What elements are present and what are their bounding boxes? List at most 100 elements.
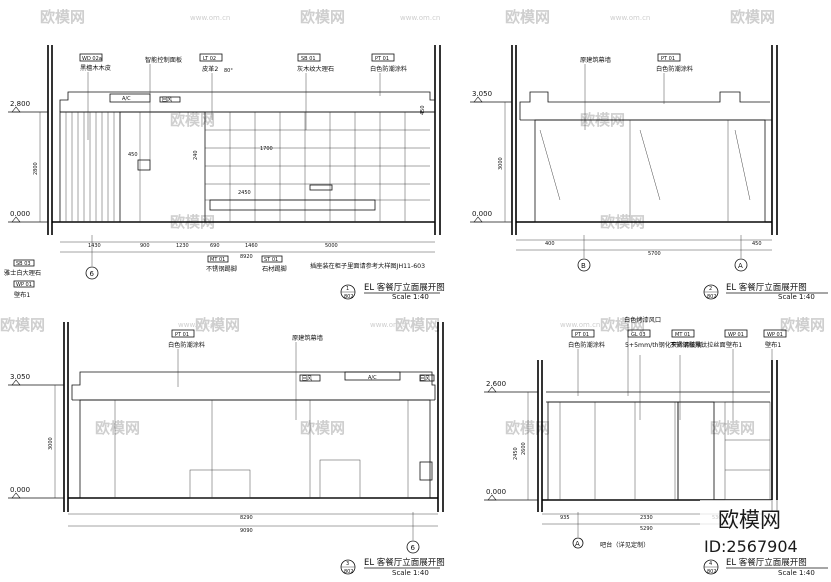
callout-white-paint: PT 01 白色防潮涂料: [656, 53, 693, 104]
svg-text:802: 802: [344, 569, 354, 575]
level-marker: 3.050: [470, 90, 512, 103]
level-top: 3.050: [10, 373, 30, 381]
dimension-chain: 1430 900 1230 690 1460 5000 8920: [60, 241, 435, 260]
svg-text:3: 3: [346, 561, 349, 567]
watermark-brand: 欧模网: [170, 111, 215, 129]
svg-text:1: 1: [346, 286, 349, 292]
svg-text:9090: 9090: [240, 528, 253, 534]
svg-text:SB 01: SB 01: [301, 56, 316, 62]
drawing-title: 1 802 EL 客餐厅立面展开图 Scale 1:40: [340, 282, 445, 301]
level-floor: 0.000: [10, 210, 30, 218]
ac-label: A/C: [368, 375, 377, 381]
overlay-brand: 欧模网: [718, 508, 781, 532]
drawing-title: 2 802 EL 客餐厅立面展开图 Scale 1:40: [703, 282, 828, 301]
grid-bubble: 6: [85, 235, 99, 280]
overlay-id: ID:2567904: [704, 537, 798, 556]
svg-text:1430: 1430: [88, 243, 101, 249]
svg-text:白色防潮涂料: 白色防潮涂料: [370, 65, 407, 73]
svg-text:白色防潮涂料: 白色防潮涂料: [568, 341, 605, 349]
inner-dim-1700: 1700: [260, 146, 273, 152]
panel-2-elevation: 3.050 0.000 3000 原建筑幕墙 PT 01 白色防潮涂料 400 …: [470, 45, 828, 301]
svg-text:8290: 8290: [240, 515, 253, 521]
svg-text:690: 690: [210, 243, 220, 249]
svg-text:1230: 1230: [176, 243, 189, 249]
svg-text:雅士白大理石: 雅士白大理石: [4, 269, 41, 277]
level-marker: 0.000: [470, 210, 512, 223]
svg-text:GL 03: GL 03: [631, 332, 646, 338]
watermark-brand: 欧模网: [95, 419, 140, 437]
panel-scale: Scale 1:40: [392, 569, 429, 577]
svg-text:白色烤漆风口: 白色烤漆风口: [624, 316, 661, 324]
return-air-label: 回风: [420, 376, 430, 382]
svg-text:935: 935: [560, 515, 570, 521]
svg-text:石材踢脚: 石材踢脚: [262, 265, 287, 273]
svg-text:WP 01: WP 01: [767, 332, 783, 338]
callout-wallcloth: WP 01 壁布1: [763, 329, 787, 360]
drawing-title: 4 802 EL 客餐厅立面展开图 Scale 1:40: [703, 557, 828, 577]
callout-bottom-marble: SB 03 雅士白大理石: [4, 259, 41, 277]
grid-bubble: A: [734, 235, 748, 272]
stone-tile-grid: [205, 112, 430, 222]
svg-text:WD 02a: WD 02a: [82, 56, 102, 62]
panel-scale: Scale 1:40: [778, 293, 815, 301]
watermark-url: www.om.cn: [400, 14, 440, 22]
panel-scale: Scale 1:40: [778, 569, 815, 577]
svg-text:SB 03: SB 03: [16, 261, 31, 267]
svg-text:MT 01: MT 01: [210, 257, 225, 263]
level-top: 3.050: [472, 90, 492, 98]
watermark-url: www.om.cn: [370, 321, 410, 329]
svg-text:PT 01: PT 01: [175, 332, 189, 338]
svg-text:白色防潮涂料: 白色防潮涂料: [168, 341, 205, 349]
svg-text:不锈钢踢脚: 不锈钢踢脚: [206, 265, 237, 273]
panel-title: EL 客餐厅立面展开图: [364, 282, 445, 293]
watermark-brand: 欧模网: [395, 316, 440, 334]
level-marker: 3.050: [8, 373, 64, 386]
level-marker: 2.800: [8, 100, 48, 113]
site-overlay-badge: 欧模网 ID:2567904: [700, 500, 812, 558]
watermark-brand: 欧模网: [300, 8, 345, 26]
vdim-height: 2600: [521, 442, 527, 455]
callout-glass: GL 03 5+5mm/th钢化夹丝清玻璃: [625, 329, 702, 420]
svg-text:4: 4: [709, 561, 712, 567]
callout-white-paint: PT 01 白色防潮涂料: [568, 329, 605, 396]
svg-text:6: 6: [90, 270, 95, 278]
svg-text:450: 450: [752, 241, 762, 247]
ac-label: A/C: [122, 96, 131, 102]
vdim-height: 3000: [48, 437, 54, 450]
callout-white-paint: PT 01 白色防潮涂料: [370, 53, 407, 96]
vdim-450: 450: [420, 105, 426, 115]
svg-text:B: B: [581, 262, 586, 270]
svg-text:2: 2: [709, 286, 712, 292]
svg-text:ST 01: ST 01: [264, 257, 278, 263]
svg-text:MT 01: MT 01: [675, 332, 690, 338]
svg-text:皮革2: 皮革2: [202, 65, 218, 73]
svg-text:壁布1: 壁布1: [726, 341, 742, 349]
svg-text:PT 01: PT 01: [375, 56, 389, 62]
svg-text:1460: 1460: [245, 243, 258, 249]
callout-walnut-veneer: WD 02a 黑檀木木皮: [79, 53, 111, 140]
svg-text:原建筑幕墙: 原建筑幕墙: [292, 334, 323, 342]
return-air-label: 回风: [302, 376, 312, 382]
drawing-title: 3 802 EL 客餐厅立面展开图 Scale 1:40: [340, 557, 445, 577]
bar-note: 吧台（详见定制）: [600, 541, 650, 549]
callout-smart-panel: 智能控制面板: [145, 56, 182, 160]
callout-curtain-wall: 原建筑幕墙: [580, 56, 611, 130]
svg-text:6: 6: [411, 544, 416, 552]
svg-text:400: 400: [545, 241, 555, 247]
inner-dim-450: 450: [128, 152, 138, 158]
svg-text:LT 02: LT 02: [203, 56, 216, 62]
watermark-brand: 欧模网: [0, 316, 45, 334]
level-top: 2.800: [10, 100, 30, 108]
vdim-2450: 2450: [513, 447, 519, 460]
vdim-height: 3000: [498, 157, 504, 170]
callout-leather: LT 02 皮革2 80°: [199, 53, 233, 120]
callout-wallcloth: WP 01 壁布1: [724, 329, 748, 420]
panel-title: EL 客餐厅立面展开图: [364, 557, 445, 568]
svg-text:A: A: [738, 262, 743, 270]
return-air-label: 回风: [162, 97, 172, 103]
watermark-brand: 欧模网: [710, 419, 755, 437]
svg-text:802: 802: [344, 294, 354, 300]
svg-text:PT 01: PT 01: [575, 332, 589, 338]
svg-text:2330: 2330: [640, 515, 653, 521]
